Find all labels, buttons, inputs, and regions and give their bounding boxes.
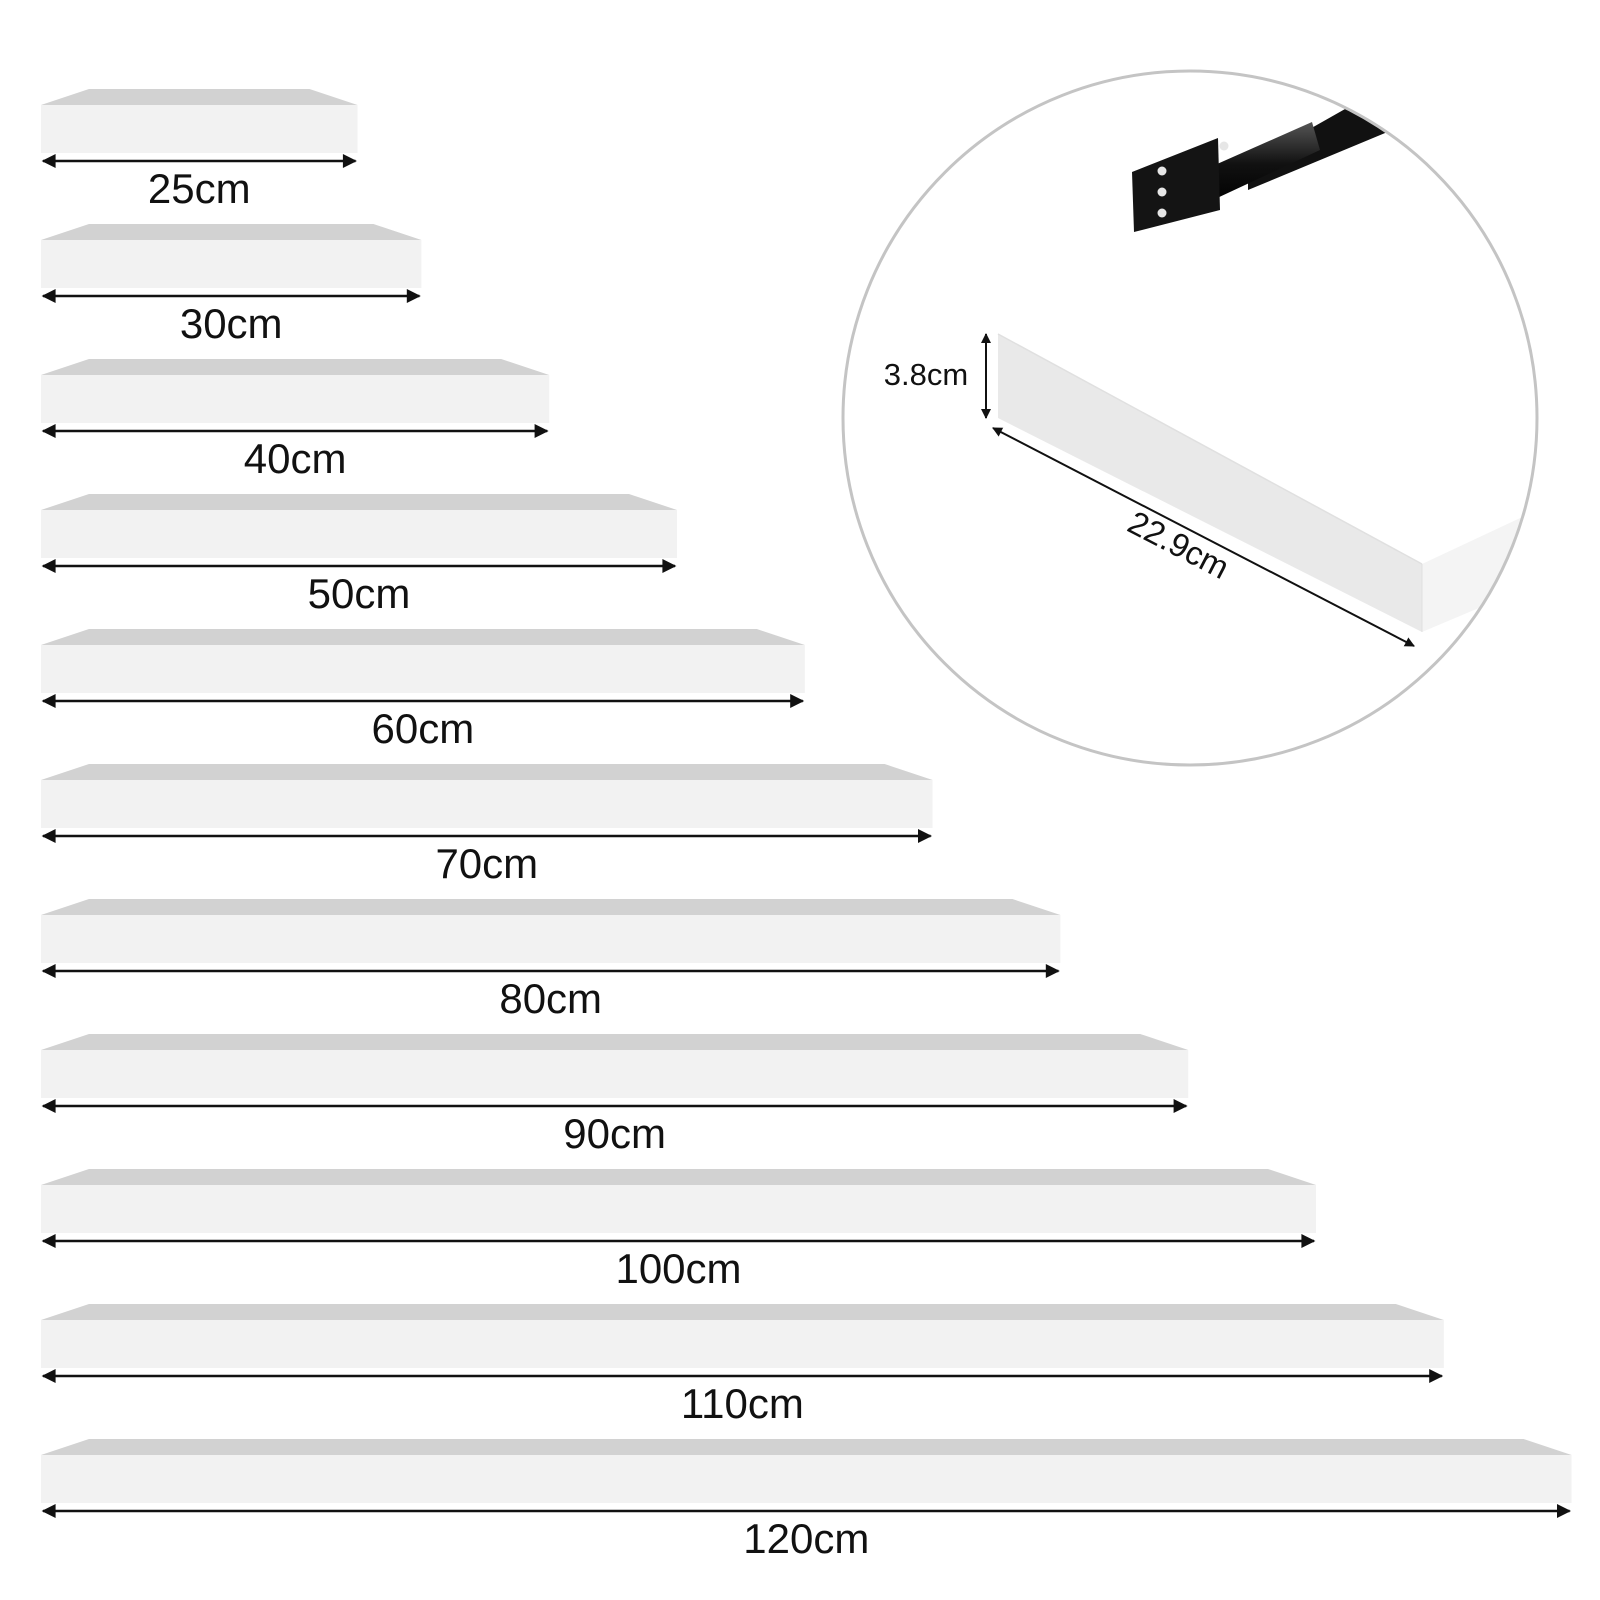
shelf-top <box>41 1034 1189 1050</box>
shelf-top <box>41 899 1061 915</box>
length-label: 60cm <box>372 705 475 752</box>
shelf-row: 40cm <box>41 359 550 482</box>
shelf-size-list: 25cm 30cm 40cm 50cm 60cm 70cm 80cm 90cm 100cm 110… <box>41 89 1572 1562</box>
bracket-icon <box>1132 96 1402 232</box>
shelf-front <box>41 375 550 423</box>
bracket-plate <box>1132 138 1220 232</box>
detail-inset: 3.8cm 22.9cm <box>841 69 1539 767</box>
length-label: 100cm <box>615 1245 741 1292</box>
shelf-front <box>41 645 805 693</box>
shelf-row: 25cm <box>41 89 358 212</box>
shelf-front <box>41 780 933 828</box>
shelf-top <box>41 1169 1316 1185</box>
shelf-front <box>41 1050 1189 1098</box>
shelf-row: 100cm <box>41 1169 1316 1292</box>
thickness-label: 3.8cm <box>884 357 968 392</box>
shelf-row: 120cm <box>41 1439 1572 1562</box>
shelf-front <box>41 1455 1572 1503</box>
shelf-front <box>41 105 358 153</box>
shelf-front <box>41 1320 1444 1368</box>
shelf-row: 70cm <box>41 764 933 887</box>
shelf-top <box>41 1439 1572 1455</box>
length-label: 80cm <box>499 975 602 1022</box>
length-label: 120cm <box>743 1515 869 1562</box>
length-label: 30cm <box>180 300 283 347</box>
length-label: 90cm <box>563 1110 666 1157</box>
shelf-row: 30cm <box>41 224 422 347</box>
length-label: 50cm <box>308 570 411 617</box>
shelf-top <box>41 494 677 510</box>
shelf-front <box>41 240 422 288</box>
shelf-row: 50cm <box>41 494 677 617</box>
shelf-top <box>41 1304 1444 1320</box>
shelf-top <box>41 89 358 105</box>
shelf-front <box>41 915 1061 963</box>
shelf-top <box>41 629 805 645</box>
shelf-row: 80cm <box>41 899 1061 1022</box>
shelf-row: 90cm <box>41 1034 1189 1157</box>
detail-shelf-top <box>998 150 1537 564</box>
length-label: 110cm <box>681 1380 804 1427</box>
shelf-row: 110cm <box>41 1304 1444 1427</box>
shelf-top <box>41 359 550 375</box>
detail-circle-border <box>841 69 1539 767</box>
length-label: 70cm <box>435 840 538 887</box>
length-label: 40cm <box>244 435 347 482</box>
depth-arrow <box>992 427 1415 647</box>
shelf-top <box>41 224 422 240</box>
shelf-front <box>41 510 677 558</box>
shelf-front <box>41 1185 1316 1233</box>
shelf-row: 60cm <box>41 629 805 752</box>
shelf-top <box>41 764 933 780</box>
length-label: 25cm <box>148 165 251 212</box>
